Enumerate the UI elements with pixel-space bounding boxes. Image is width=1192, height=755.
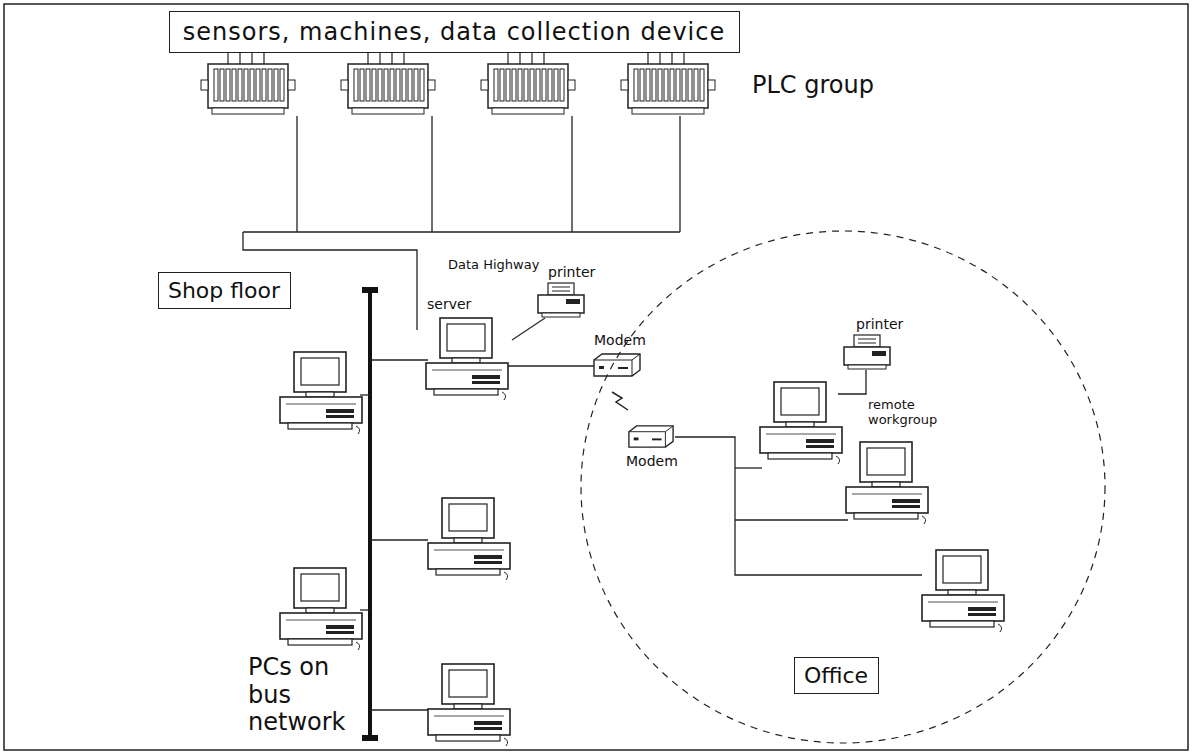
device-label: printer xyxy=(856,316,903,332)
label-text: Modem xyxy=(594,332,646,348)
node-text: Shop floor xyxy=(168,278,280,303)
group-label: remote workgroup xyxy=(868,398,958,428)
label-text: printer xyxy=(856,316,903,332)
node-text: Office xyxy=(804,663,868,688)
device-label: Modem xyxy=(594,332,646,348)
bus-label: Data Highway xyxy=(448,258,539,273)
device-label: server xyxy=(427,296,471,312)
area-label-box: Shop floor xyxy=(158,272,291,309)
label-text: PLC group xyxy=(752,71,874,99)
area-label-box: Office xyxy=(794,657,879,694)
group-label: PLC group xyxy=(752,72,874,100)
label-text: remote workgroup xyxy=(868,398,958,428)
device-box: sensors, machines, data collection devic… xyxy=(169,11,740,53)
network-label: PCs on bus network xyxy=(248,654,368,737)
label-text: Data Highway xyxy=(448,257,539,272)
label-text: printer xyxy=(548,264,595,280)
label-text: server xyxy=(427,296,471,312)
label-text: PCs on bus network xyxy=(248,654,368,737)
label-text: Modem xyxy=(626,453,678,469)
device-label: Modem xyxy=(626,453,678,469)
device-label: printer xyxy=(548,264,595,280)
node-text: sensors, machines, data collection devic… xyxy=(183,18,726,46)
